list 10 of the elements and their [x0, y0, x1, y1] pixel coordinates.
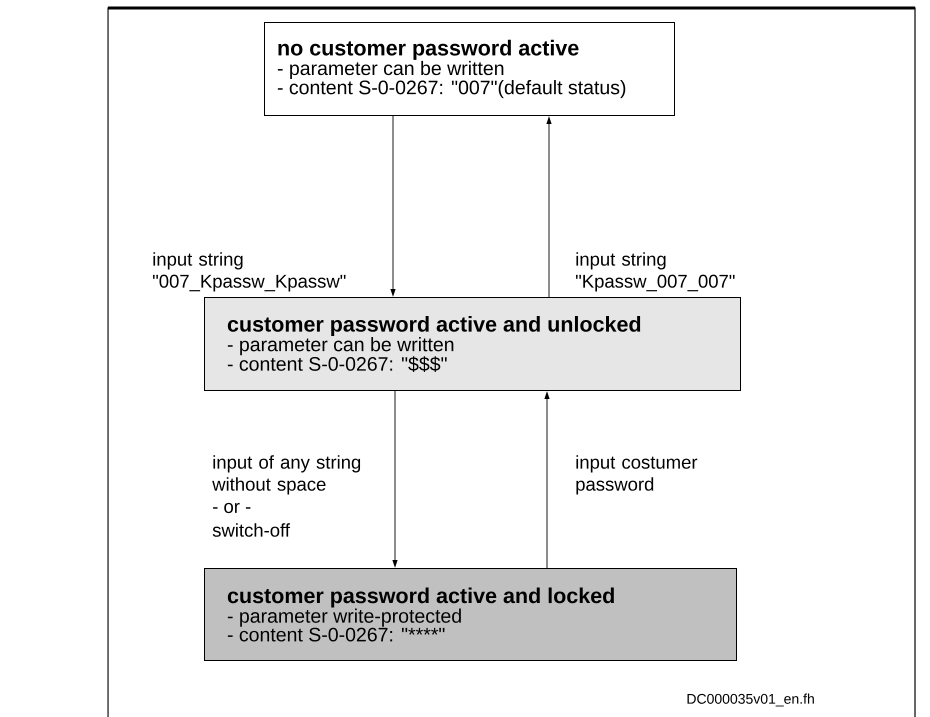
edge-label: input string "007_Kpassw_Kpassw": [153, 252, 346, 292]
separator-text: - or -: [213, 502, 250, 514]
edge-label: input costumer password: [576, 455, 698, 494]
file-code: DC000035v01_en.fh: [688, 694, 814, 706]
edge-label: input of any string without space: [212, 455, 360, 494]
state-box: no customer password active - parameter can be written - content S-0-0267: "007"(default status): [264, 22, 675, 116]
state-box: customer password active and unlocked - parameter can be written - content S-0-0267: "$$$": [204, 297, 741, 391]
edge-label: input string "Kpassw_007_007": [576, 252, 735, 292]
state-box: customer password active and locked - parameter write-protected - content S-0-0267: "****": [204, 568, 737, 661]
note-text: switch-off: [212, 523, 290, 537]
